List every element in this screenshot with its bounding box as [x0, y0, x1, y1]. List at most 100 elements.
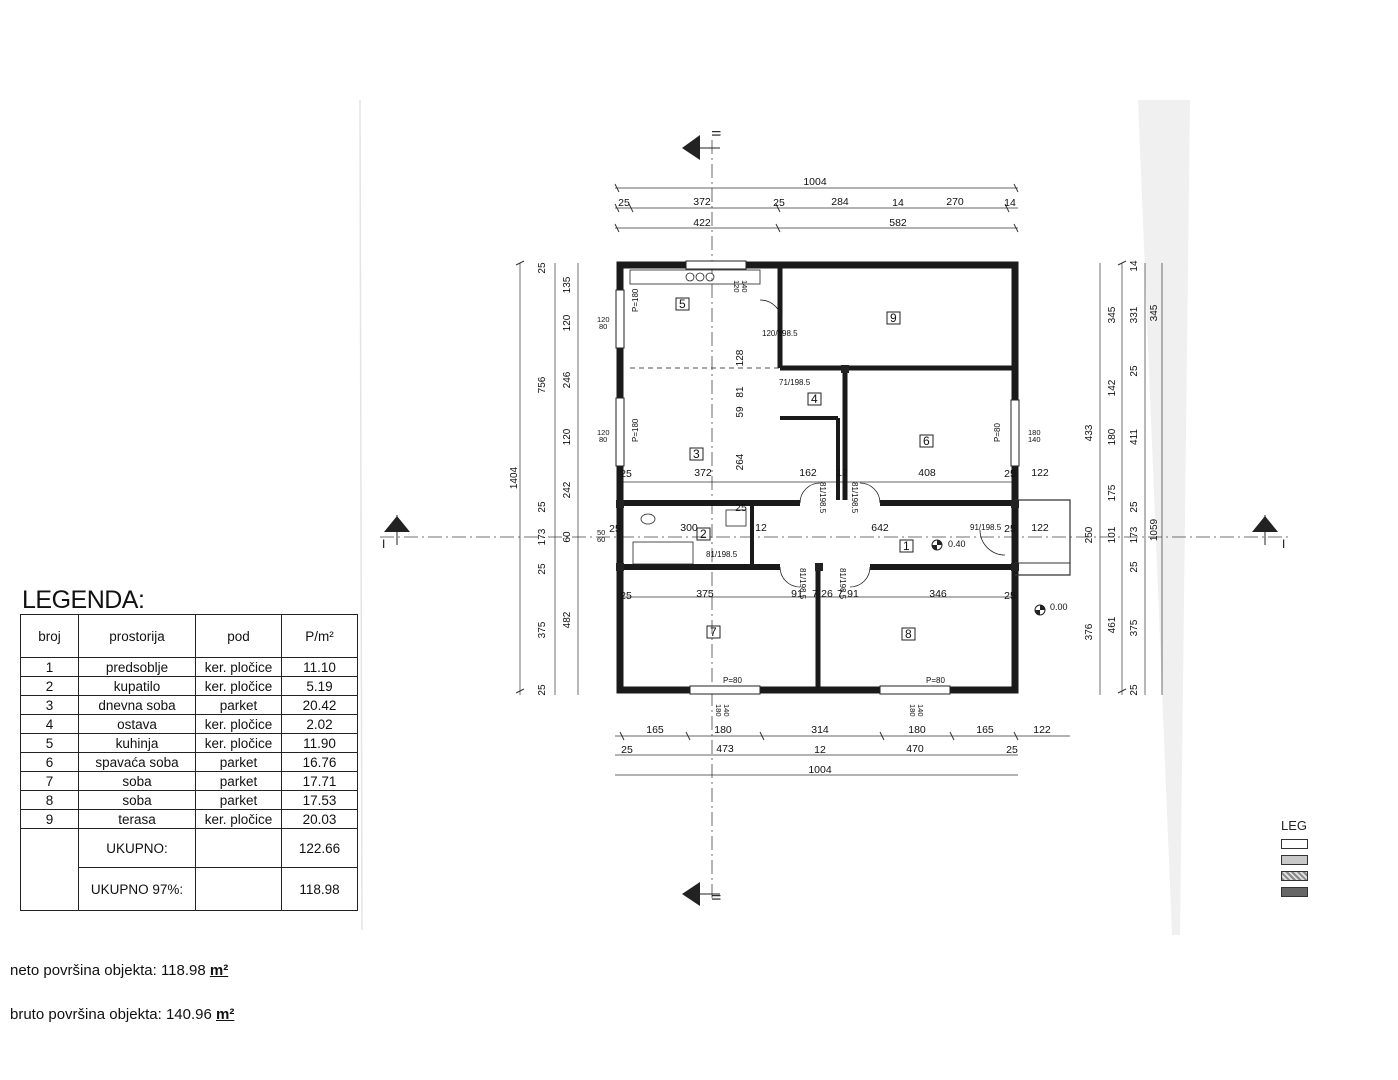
section-label-i-left: I [382, 537, 385, 551]
row-area: 11.90 [281, 733, 358, 753]
mini-legend-swatch-hatched [1281, 871, 1308, 881]
row-number: 7 [20, 771, 79, 791]
opening-81-198-5-d: 81/198.5 [798, 568, 807, 600]
bruto-area-value: 140.96 [165, 1006, 212, 1023]
dim-right-376: 376 [1084, 623, 1095, 640]
bathroom-fixtures [632, 509, 747, 565]
dim-inner-25e: 25 [1004, 590, 1016, 602]
dim-left-128: 128 [735, 349, 746, 366]
dim-top-284: 284 [831, 196, 849, 208]
row-floor: parket [195, 790, 282, 810]
opening-p80-c: P=80 [926, 676, 945, 685]
room-number-4: 4 [811, 392, 818, 406]
row-room: dnevna soba [78, 695, 196, 715]
total-empty-floor [195, 828, 282, 868]
win-dim-50: 50 [597, 528, 605, 537]
dim-right-25c: 25 [1129, 561, 1140, 573]
dim-inner-122b: 122 [1031, 522, 1049, 534]
dims-left: 1404 756 25 135 120 128 246 59 81 120 26… [509, 262, 746, 696]
dim-left-25c: 25 [537, 563, 548, 575]
dim-left-1404: 1404 [509, 466, 520, 489]
dims-inner: 372 162 12 408 122 300 12 642 122 375 91… [609, 467, 1049, 602]
total-empty-cell [20, 828, 79, 911]
dim-inner-25b: 25 [1004, 468, 1016, 480]
dim-bot-1004: 1004 [808, 764, 832, 776]
dim-top-372: 372 [693, 196, 711, 208]
walls [616, 261, 1019, 694]
dim-bot-165a: 165 [646, 724, 664, 736]
dim-inner-7a: 7 [812, 588, 818, 600]
row-number: 6 [20, 752, 79, 772]
opening-labels: 120/198.5 71/198.5 81/198.5 81/198.5 91/… [631, 288, 1002, 685]
dim-top-270: 270 [946, 196, 964, 208]
dim-right-345a: 345 [1107, 306, 1118, 323]
opening-p80-b: P=80 [723, 676, 742, 685]
dim-right-25d: 25 [1129, 684, 1140, 696]
total97-label: UKUPNO 97%: [78, 867, 196, 911]
dim-inner-25g: 25 [1004, 523, 1016, 535]
dims-right: 345 331 345 14 25 142 433 180 411 175 25… [1084, 260, 1160, 696]
dim-right-25b: 25 [1129, 501, 1140, 513]
opening-81-198-5-a: 81/198.5 [818, 482, 827, 514]
dim-bot-180a: 180 [714, 724, 732, 736]
dimension-ticks [515, 183, 1127, 741]
dim-right-1059: 1059 [1149, 518, 1160, 541]
dim-bot-25b: 25 [1006, 744, 1018, 756]
row-floor: ker. pločice [195, 676, 282, 696]
opening-81-198-5-c: 81/198.5 [706, 550, 738, 559]
room-labels: 1 2 3 4 5 6 7 8 9 [675, 297, 934, 641]
door-swings [759, 299, 1006, 588]
dim-inner-408: 408 [918, 467, 936, 479]
section-label-ii-bottom: II [709, 894, 723, 901]
dim-inner-25c: 25 [609, 523, 621, 535]
dim-inner-91a: 91 [791, 588, 803, 600]
win-dim-180-a: 180 [1028, 428, 1041, 437]
total-value: 122.66 [281, 828, 358, 868]
row-floor: ker. pločice [195, 809, 282, 829]
legend-header-row: broj prostorija pod P/m² [20, 614, 358, 658]
dim-top-25a: 25 [618, 197, 630, 209]
dim-bot-470: 470 [906, 743, 924, 755]
dim-right-101: 101 [1107, 526, 1118, 543]
legend-header-pod: pod [195, 614, 282, 658]
row-number: 9 [20, 809, 79, 829]
row-area: 5.19 [281, 676, 358, 696]
dim-left-482: 482 [562, 611, 573, 628]
opening-p180-a: P=180 [631, 288, 640, 312]
row-floor: ker. pločice [195, 657, 282, 677]
kitchen-counter [629, 269, 761, 285]
row-area: 20.03 [281, 809, 358, 829]
dim-left-173: 173 [537, 528, 548, 545]
row-floor: ker. pločice [195, 714, 282, 734]
dim-right-175: 175 [1107, 484, 1118, 501]
dims-top: 1004 25 372 25 284 14 270 14 422 582 [618, 176, 1016, 229]
room-number-9: 9 [890, 311, 897, 325]
row-number: 3 [20, 695, 79, 715]
legend-header-prostorija: prostorija [78, 614, 196, 658]
bruto-area-label: bruto površina objekta: [10, 1006, 162, 1023]
dim-inner-346: 346 [929, 588, 947, 600]
win-dim-80-a: 80 [599, 322, 607, 331]
section-label-ii-top: II [709, 130, 723, 137]
mini-legend-swatch-dark [1281, 887, 1308, 897]
row-room: predsoblje [78, 657, 196, 677]
room-number-1: 1 [903, 539, 910, 553]
row-area: 17.53 [281, 790, 358, 810]
win-dim-120-c: 120 [732, 280, 741, 293]
room-number-6: 6 [923, 434, 930, 448]
dim-bot-122: 122 [1033, 724, 1051, 736]
dim-left-25a: 25 [537, 262, 548, 274]
dim-left-25b: 25 [537, 501, 548, 513]
row-floor: parket [195, 695, 282, 715]
row-room: kuhinja [78, 733, 196, 753]
dim-left-756: 756 [537, 376, 548, 393]
mini-legend-swatch-white [1281, 839, 1308, 849]
level-marker-040: 0.40 [931, 539, 966, 551]
opening-81-198-5-b: 81/198.5 [850, 482, 859, 514]
room-number-5: 5 [679, 297, 686, 311]
win-dim-140-c: 140 [740, 280, 749, 293]
opening-p80-a: P=80 [993, 423, 1002, 442]
